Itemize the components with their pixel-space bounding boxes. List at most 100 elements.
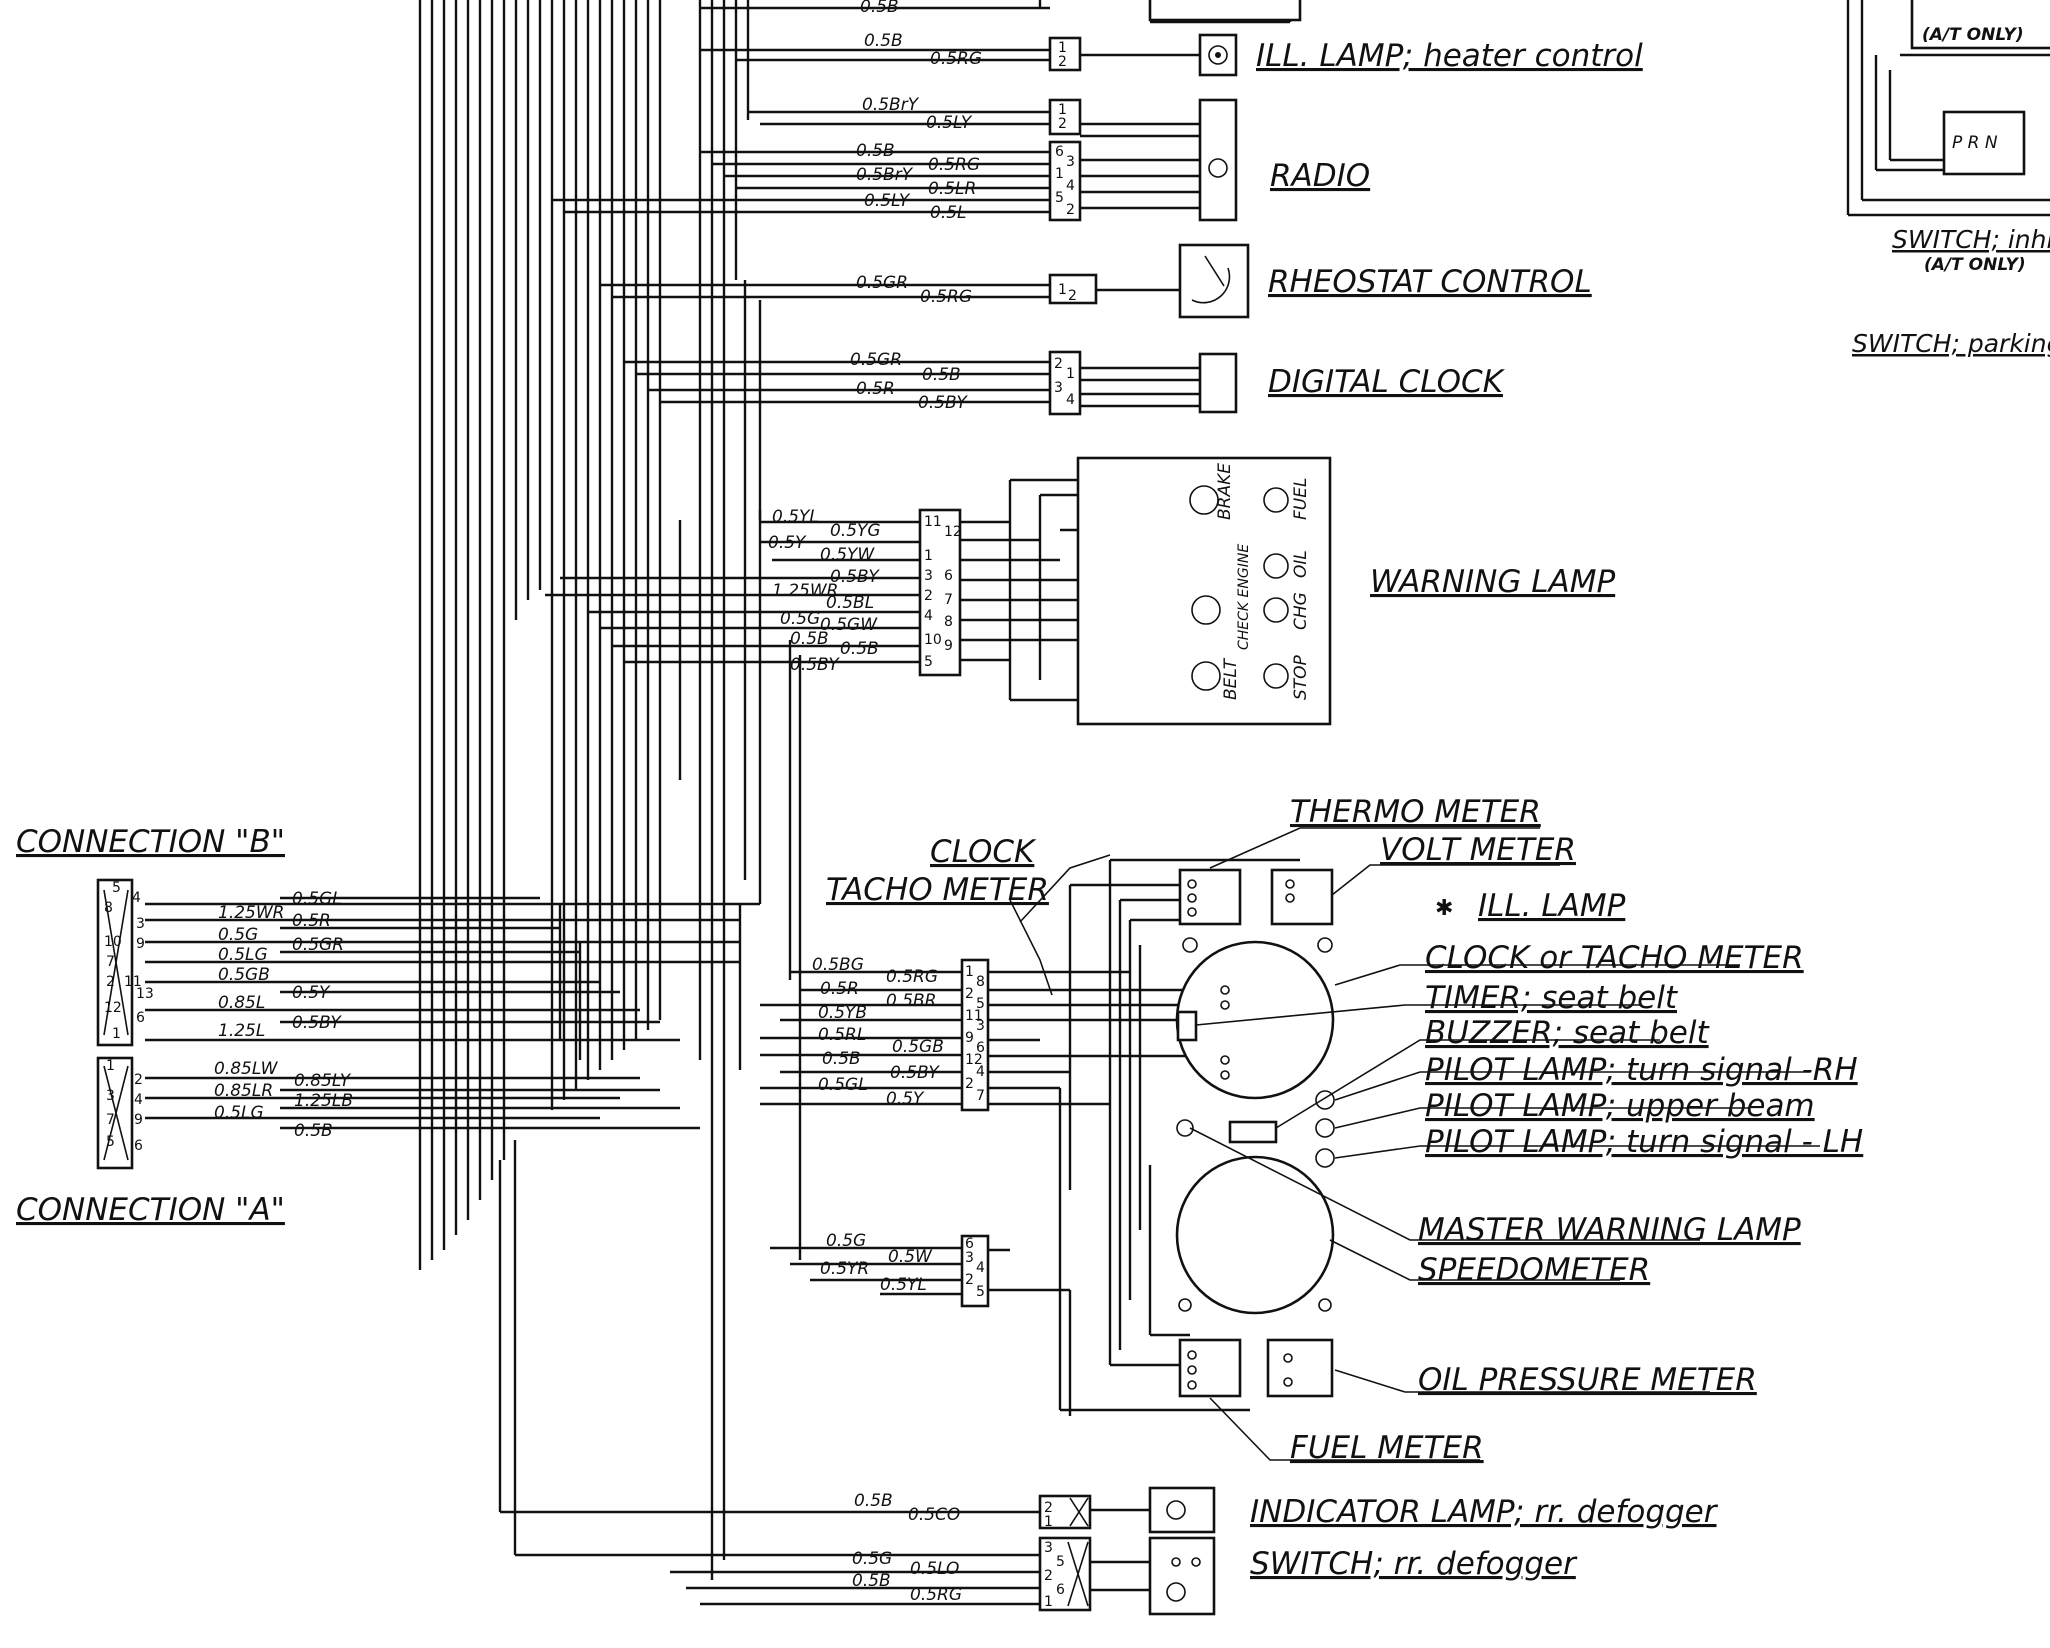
label-at-only-2: (A/T ONLY) (1924, 255, 2026, 275)
terminal-icon (1191, 1557, 1201, 1567)
pin-label: 9 (134, 1112, 143, 1128)
pin-label: 4 (132, 890, 141, 906)
pin-label: 2 (1068, 288, 1077, 304)
label-volt-meter: VOLT METER (1380, 832, 1576, 868)
wire-label: 0.5BY (918, 393, 968, 413)
label-buzzer: BUZZER; seat belt (1425, 1015, 1710, 1051)
label-warning-lamp: WARNING LAMP (1370, 564, 1615, 600)
connection-a-connector (96, 1056, 134, 1170)
pin-label: 12 (944, 524, 962, 540)
wire-label: 0.5GB (892, 1037, 944, 1057)
terminal-icon (1318, 1298, 1332, 1312)
wire-label: 0.5Y (292, 983, 331, 1003)
wire-label: 0.85L (218, 993, 265, 1013)
pin-label: 1 (1058, 40, 1067, 56)
wire-label: 0.5RG (920, 287, 972, 307)
pin-label: 6 (944, 568, 953, 584)
label-indicator-lamp: INDICATOR LAMP; rr. defogger (1250, 1494, 1719, 1530)
rheostat-dial-icon (1191, 267, 1231, 304)
rheostat-connector (1048, 273, 1098, 305)
pin-label: 2 (1044, 1500, 1053, 1516)
wire-label: 0.5L (930, 203, 967, 223)
pin-label: 4 (134, 1092, 143, 1108)
pin-label: 2 (965, 986, 974, 1002)
wire-label: 0.5BY (292, 1013, 342, 1033)
ill-lamp-icon (1182, 937, 1198, 953)
meter-cluster-connector (960, 958, 990, 1112)
wire-label: 0.5G (826, 1231, 866, 1251)
pin-label: 5 (1055, 190, 1064, 206)
pin-label: 5 (1056, 1554, 1065, 1570)
pin-label: 2 (106, 974, 115, 990)
pin-label: 3 (1054, 380, 1063, 396)
pin-label: 3 (106, 1088, 115, 1104)
wire-label: 0.5RG (886, 967, 938, 987)
wire-label: 0.5BrY (856, 165, 914, 185)
pin-label: 6 (965, 1236, 974, 1252)
terminal-icon (1187, 907, 1197, 917)
warning-lamp-connector (918, 508, 962, 677)
rheostat-unit (1178, 243, 1250, 319)
wire-label: 0.5RG (928, 155, 980, 175)
label-prn: P R N (1952, 133, 1998, 153)
wire-label: 1.25LB (294, 1091, 353, 1111)
pin-label: 9 (136, 936, 145, 952)
wire-label: 0.5RG (930, 49, 982, 69)
label-radio: RADIO (1270, 158, 1370, 194)
wire-label: 0.5GR (292, 935, 344, 955)
label-connection-b: CONNECTION "B" (16, 824, 285, 860)
radio-connector-upper (1048, 98, 1082, 136)
pin-label: 10 (924, 632, 942, 648)
label-tacho-meter: TACHO METER (826, 872, 1049, 908)
radio-connector-lower (1048, 140, 1082, 222)
wire-label: 0.5BrY (862, 95, 920, 115)
pin-label: 9 (965, 1030, 974, 1046)
wire-label: 0.5BR (886, 991, 937, 1011)
pin-label: 1 (112, 1026, 121, 1042)
label-ill-lamp-heater: ILL. LAMP; heater control (1256, 38, 1643, 74)
label-ill-lamp: ILL. LAMP (1478, 888, 1626, 924)
wire-label: 0.5B (856, 141, 895, 161)
lamp-label-fuel: FUEL (1291, 478, 1311, 520)
fuel-lamp-icon (1263, 487, 1289, 513)
pin-label: 6 (136, 1010, 145, 1026)
label-oil-pressure: OIL PRESSURE METER (1418, 1362, 1757, 1398)
chg-lamp-icon (1263, 597, 1289, 623)
check-engine-lamp-icon (1191, 595, 1221, 625)
pin-label: 3 (1044, 1540, 1053, 1556)
lamp-label-brake: BRAKE (1215, 463, 1235, 520)
label-at-only-1: (A/T ONLY) (1922, 25, 2024, 45)
label-connection-a: CONNECTION "A" (16, 1192, 285, 1228)
wire-label: 0.5B (852, 1571, 891, 1591)
pin-label: 4 (924, 608, 933, 624)
pin-label: 3 (1066, 154, 1075, 170)
label-pilot-lh: PILOT LAMP; turn signal - LH (1425, 1124, 1863, 1160)
pin-label: 2 (134, 1072, 143, 1088)
pin-label: 1 (1044, 1514, 1053, 1530)
wire-label: 0.5B (854, 1491, 893, 1511)
wire-label: 0.5BG (812, 955, 864, 975)
label-speedometer: SPEEDOMETER (1418, 1252, 1650, 1288)
terminal-icon (1178, 1298, 1192, 1312)
switch-lamp-icon (1166, 1582, 1186, 1602)
label-timer: TIMER; seat belt (1425, 980, 1679, 1016)
lamp-label-stop: STOP (1291, 654, 1311, 700)
pin-label: 5 (112, 880, 121, 896)
pin-label: 13 (136, 986, 154, 1002)
label-switch-parking: SWITCH; parking (1852, 329, 2050, 358)
wire-label: 0.5G (780, 609, 820, 629)
pin-label: 7 (106, 954, 115, 970)
wire-label: 0.5LG (214, 1103, 264, 1123)
lower-connector-wiring (770, 1246, 1072, 1416)
pin-label: 10 (104, 934, 122, 950)
wire-label-top: 0.5B (860, 0, 899, 17)
inhibitor-connector (1942, 110, 2026, 176)
wire-label: 0.5CO (908, 1505, 960, 1525)
wire-label: 0.5LG (218, 945, 268, 965)
switch-connector (1038, 1536, 1092, 1612)
wire-label: 0.5LO (910, 1559, 959, 1579)
terminal-icon (1187, 1350, 1197, 1360)
lamp-label-belt: BELT (1221, 657, 1241, 700)
terminal-icon (1187, 1380, 1197, 1390)
